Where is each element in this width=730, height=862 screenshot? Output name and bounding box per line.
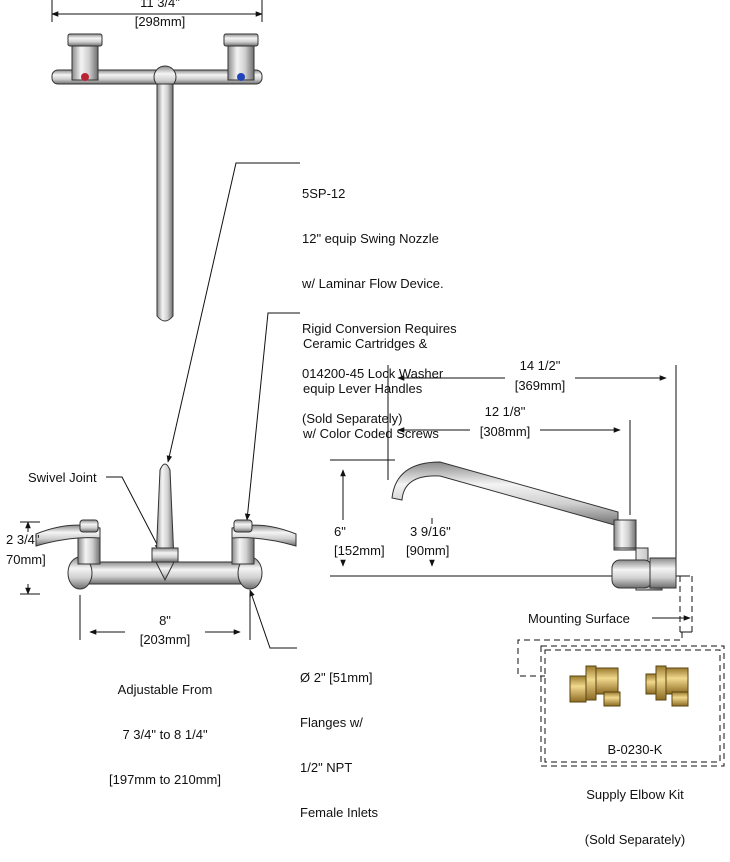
side-height-in: 6" [334,524,346,539]
top-view [51,0,263,322]
side-flange [649,557,677,589]
front-spout [155,463,175,561]
top-width-mm: [298mm] [134,14,186,29]
side-reach-in: 14 1/2" [519,358,561,373]
adjust-note: Adjustable From 7 3/4" to 8 1/4" [197mm … [109,682,221,787]
side-spout [391,461,619,527]
side-outlet-in: 3 9/16" [410,524,451,539]
front-height-in: 2 3/4" [6,532,40,547]
top-width-in: 11 3/4" [140,0,180,10]
side-height-mm: [152mm] [334,543,385,558]
center-in: 8" [159,613,171,628]
nozzle-note: 5SP-12 12" equip Swing Nozzle w/ Laminar… [302,186,457,426]
faucet-technical-drawing [20,0,725,767]
swivel-label: Swivel Joint [28,470,97,485]
center-mm: [203mm] [139,632,191,647]
front-height-mm: 70mm] [6,552,46,567]
swivel-leader [106,476,161,551]
flange-note: Ø 2" [51mm] Flanges w/ 1/2" NPT Female I… [300,670,379,820]
kit-note: B-0230-K Supply Elbow Kit (Sold Separate… [584,742,686,847]
side-view [330,365,693,677]
nozzle-leader [166,162,300,463]
cartridge-note: Ceramic Cartridges & equip Lever Handles… [303,336,439,441]
front-view [20,463,297,640]
side-outlet-mm: [90mm] [406,543,450,558]
side-reach-mm: [369mm] [514,378,566,393]
cartridge-leader [244,312,300,521]
mounting-label: Mounting Surface [528,611,630,626]
side-spout-in: 12 1/8" [484,404,526,419]
supply-elbow-kit [540,645,725,767]
flange-leader [249,589,297,649]
top-spout [156,83,174,322]
side-spout-mm: [308mm] [479,424,531,439]
